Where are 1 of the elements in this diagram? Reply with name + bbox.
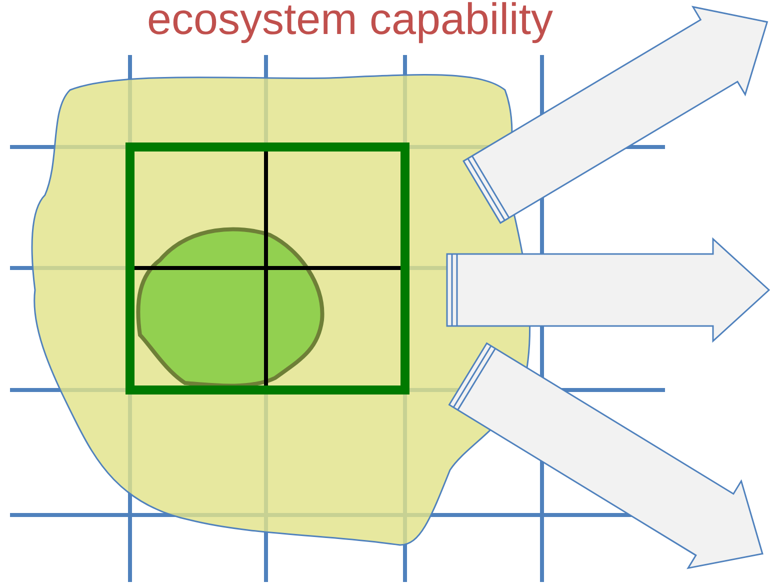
title: ecosystem capability [146,0,554,44]
